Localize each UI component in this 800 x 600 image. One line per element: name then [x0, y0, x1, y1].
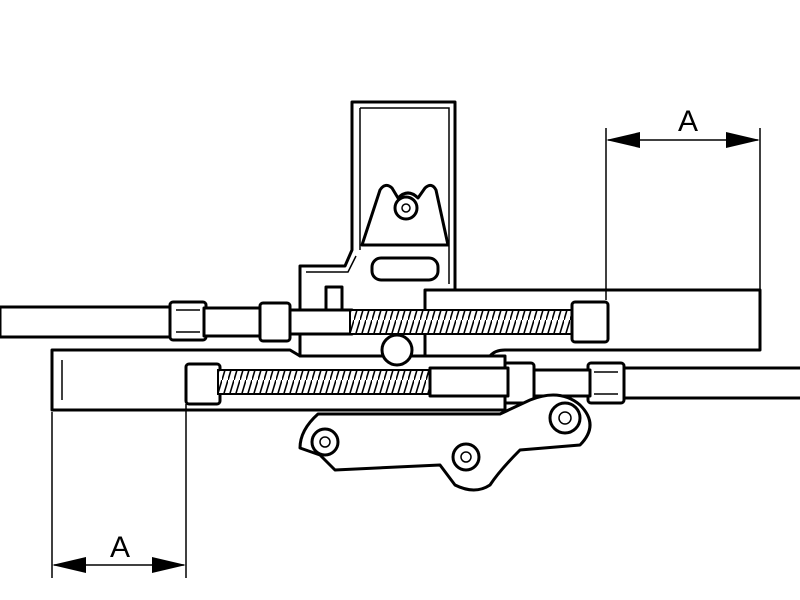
bottom-arrow-right-icon: [152, 557, 186, 573]
bottom-dimension: A: [51, 404, 187, 578]
fork-pin: [393, 195, 419, 221]
upper-cable: [0, 300, 292, 343]
upper-spring: [349, 309, 577, 335]
top-arrow-left-icon: [606, 132, 640, 148]
lower-rod: [428, 366, 510, 398]
bottom-dimension-label: A: [110, 531, 130, 564]
lower-cable: [502, 361, 800, 405]
lever-pivot-right: [548, 401, 582, 435]
upper-cable-ferrule-right: [258, 301, 292, 343]
lever-pivot-center: [451, 442, 481, 472]
top-arrow-right-icon: [726, 132, 760, 148]
top-dimension: A: [605, 105, 761, 300]
bottom-arrow-left-icon: [52, 557, 86, 573]
center-hole: [380, 333, 414, 367]
lower-cable-ferrule-right: [586, 361, 626, 405]
lower-spring: [217, 369, 433, 395]
oval-slot: [370, 256, 440, 282]
lower-lever: [298, 393, 592, 492]
lower-adjuster-nut: [184, 362, 222, 406]
top-dimension-label: A: [678, 105, 698, 138]
upper-rod: [288, 308, 354, 336]
lever-pivot-left: [310, 427, 340, 457]
upper-adjuster-nut: [570, 300, 610, 344]
upper-cable-ferrule-left: [168, 300, 208, 342]
